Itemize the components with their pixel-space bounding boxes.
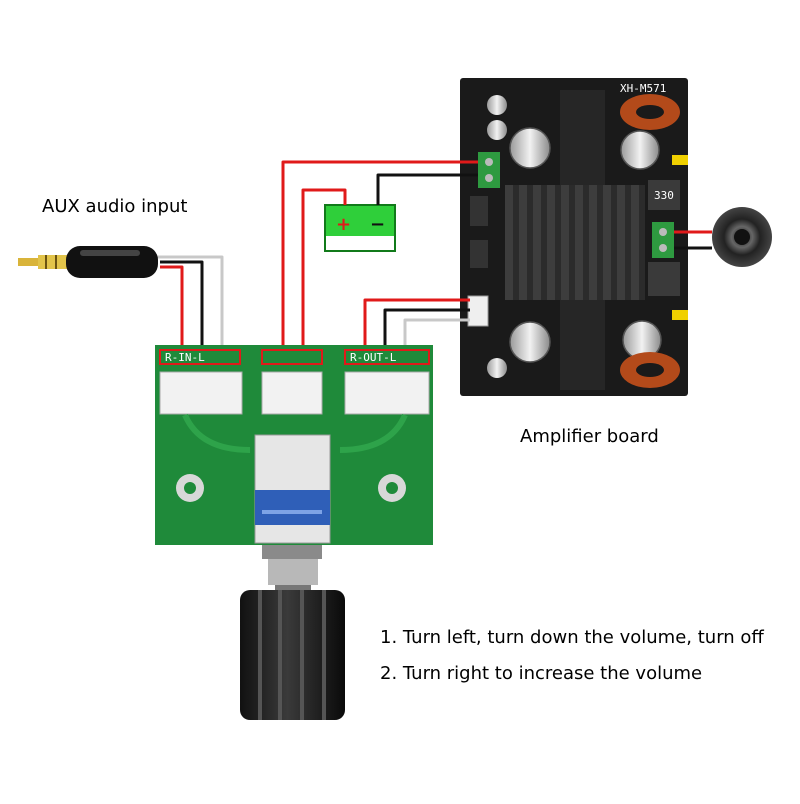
wire-battery-red bbox=[301, 188, 347, 378]
wire-aux-black bbox=[160, 260, 204, 378]
wire-aux-grey bbox=[150, 255, 224, 378]
toroid-inductor bbox=[620, 94, 680, 130]
small-capacitor bbox=[487, 95, 507, 115]
battery-minus-sign: − bbox=[370, 214, 385, 235]
battery: + − bbox=[324, 204, 396, 252]
instruction-turn-left: 1. Turn left, turn down the volume, turn… bbox=[380, 627, 764, 648]
instruction-turn-right: 2. Turn right to increase the volume bbox=[380, 663, 703, 684]
power-terminal bbox=[478, 152, 500, 188]
in-header-label: R-IN-L bbox=[165, 351, 205, 364]
heatsink bbox=[505, 90, 645, 390]
amplifier-board: XH-M571 330 bbox=[460, 78, 688, 396]
ic-chip bbox=[470, 196, 488, 226]
toroid-inductor bbox=[620, 352, 680, 388]
ic-chip bbox=[470, 240, 488, 268]
speaker bbox=[712, 207, 772, 267]
smd-inductor bbox=[648, 262, 680, 296]
signal-input-connector bbox=[467, 295, 489, 327]
speaker-terminal bbox=[652, 222, 674, 258]
label-tag bbox=[672, 310, 688, 320]
capacitor bbox=[509, 321, 551, 363]
volume-knob[interactable] bbox=[240, 545, 345, 720]
volume-control-board: R-IN-L R-OUT-L bbox=[155, 345, 433, 545]
board-model-text: XH-M571 bbox=[620, 82, 666, 95]
capacitor bbox=[509, 127, 551, 169]
capacitor bbox=[620, 130, 660, 170]
label-tag bbox=[672, 155, 688, 165]
connector-out bbox=[344, 371, 430, 415]
battery-plus-sign: + bbox=[336, 214, 351, 235]
small-capacitor bbox=[487, 120, 507, 140]
amplifier-board-label: Amplifier board bbox=[520, 426, 659, 447]
potentiometer-blue-band bbox=[255, 490, 330, 525]
inductor-code-text: 330 bbox=[654, 189, 674, 202]
wire-battery-black bbox=[376, 173, 478, 205]
small-capacitor bbox=[487, 358, 507, 378]
wire-power-red bbox=[281, 160, 478, 378]
connector-in bbox=[159, 371, 243, 415]
connector-power bbox=[261, 371, 323, 415]
smd-inductor bbox=[648, 180, 680, 210]
potentiometer-body bbox=[254, 434, 331, 544]
out-header-label: R-OUT-L bbox=[350, 351, 397, 364]
aux-input-label: AUX audio input bbox=[42, 196, 188, 217]
aux-jack bbox=[18, 246, 158, 278]
wire-aux-red bbox=[160, 265, 184, 378]
